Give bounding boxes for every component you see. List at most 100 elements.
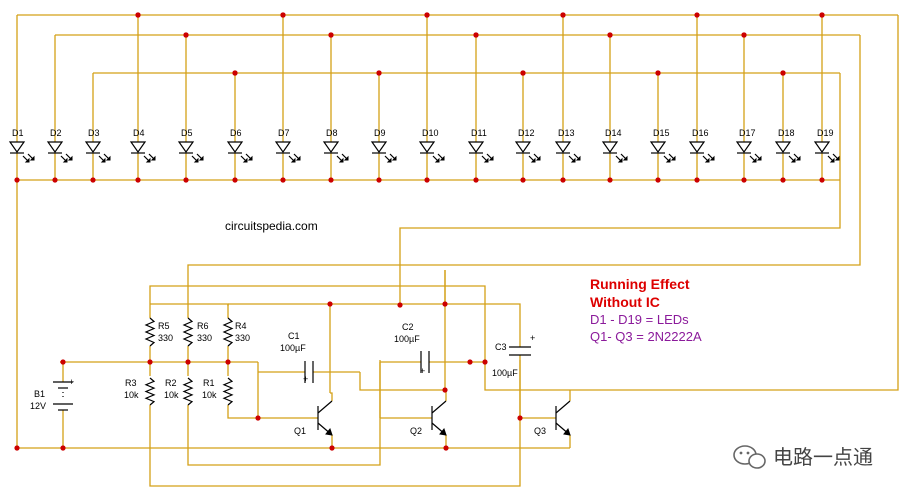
led-label: D6: [230, 128, 242, 138]
junction-dot: [482, 359, 488, 365]
r4-resistor: [222, 317, 234, 347]
led-arrowhead: [100, 157, 106, 163]
led-body: [514, 141, 532, 154]
junction-dot: [90, 177, 96, 183]
r5-resistor: [144, 317, 156, 347]
led-arrowhead: [488, 155, 494, 161]
led-3: [84, 141, 111, 163]
led-body: [322, 141, 340, 154]
npn-arrow: [325, 427, 333, 436]
led-arrowhead: [439, 155, 445, 161]
led-arrowhead: [829, 157, 835, 163]
led-9: [370, 141, 397, 163]
led-arrowhead: [343, 155, 349, 161]
junction-dot: [780, 177, 786, 183]
r1-base: [227, 405, 312, 419]
led-arrowhead: [665, 157, 671, 163]
led-18: [774, 141, 801, 163]
junction-dot: [183, 32, 189, 38]
junction-dot: [780, 70, 786, 76]
rail: [228, 303, 521, 340]
led-12: [514, 141, 541, 163]
junction-dot: [741, 32, 747, 38]
led-arrowhead: [386, 157, 392, 163]
junction-dot: [560, 12, 566, 18]
c2-value: 100µF: [394, 334, 420, 344]
led-body: [688, 141, 706, 154]
c2: [420, 351, 430, 373]
junction-dot: [424, 12, 430, 18]
junction-dot: [376, 70, 382, 76]
c3-ref: C3: [495, 342, 507, 352]
led-19: [813, 141, 840, 163]
junction-dot: [694, 12, 700, 18]
resistor-zigzag: [144, 317, 156, 347]
q2: [431, 400, 447, 436]
r1-resistor: [222, 377, 234, 406]
b1-plus: +: [69, 377, 74, 387]
r2-ref: R2: [165, 378, 177, 388]
junction-dot: [135, 177, 141, 183]
junction-dot: [560, 177, 566, 183]
led-arrowhead: [834, 155, 840, 161]
led-body: [370, 141, 388, 154]
junction-dot: [147, 359, 153, 365]
led-arrowhead: [483, 157, 489, 163]
c3-plus: +: [530, 333, 535, 343]
led-10: [418, 141, 445, 163]
led-1: [8, 141, 35, 163]
led-11: [467, 141, 494, 163]
bus-a-return: [149, 15, 899, 391]
led-label: D16: [692, 128, 709, 138]
junction-dot: [442, 301, 448, 307]
junction-dot: [135, 12, 141, 18]
r3-resistor: [144, 377, 156, 406]
junction-dot: [183, 177, 189, 183]
junction-dot: [232, 177, 238, 183]
led-arrowhead: [295, 155, 301, 161]
led-label: D5: [181, 128, 193, 138]
q1: [317, 400, 333, 436]
led-label: D1: [12, 128, 24, 138]
led-body: [418, 141, 436, 154]
c1-value: 100µF: [280, 343, 306, 353]
led-body: [601, 141, 619, 154]
led-body: [735, 141, 753, 154]
led-arrowhead: [709, 155, 715, 161]
led-arrowhead: [756, 155, 762, 161]
b1-value: 12V: [30, 401, 46, 411]
junction-dot: [473, 177, 479, 183]
led-label: D15: [653, 128, 670, 138]
r2-return: [187, 360, 381, 466]
c3: [509, 346, 531, 356]
r1-value: 10k: [202, 390, 217, 400]
junction-dot: [520, 70, 526, 76]
c1-ref: C1: [288, 331, 300, 341]
led-17: [735, 141, 762, 163]
resistor-zigzag: [182, 317, 194, 347]
led-14: [601, 141, 628, 163]
led-body: [46, 141, 64, 154]
bus-c-return: [399, 73, 841, 305]
r1-ref: R1: [203, 378, 215, 388]
junction-dot: [819, 177, 825, 183]
led-arrowhead: [242, 157, 248, 163]
led-arrowhead: [704, 157, 710, 163]
q3-ref: Q3: [534, 426, 546, 436]
led-4: [129, 141, 156, 163]
led-arrowhead: [62, 157, 68, 163]
r2-resistor: [182, 377, 194, 406]
led-arrowhead: [391, 155, 397, 161]
led-arrowhead: [622, 155, 628, 161]
led-arrowhead: [751, 157, 757, 163]
led-arrowhead: [795, 155, 801, 161]
q3: [555, 400, 571, 436]
junction-dot: [376, 177, 382, 183]
led-arrowhead: [670, 155, 676, 161]
junction-layer: [14, 12, 825, 451]
resistor-zigzag: [222, 377, 234, 406]
led-label: D8: [326, 128, 338, 138]
junction-dot: [52, 177, 58, 183]
junction-dot: [655, 70, 661, 76]
